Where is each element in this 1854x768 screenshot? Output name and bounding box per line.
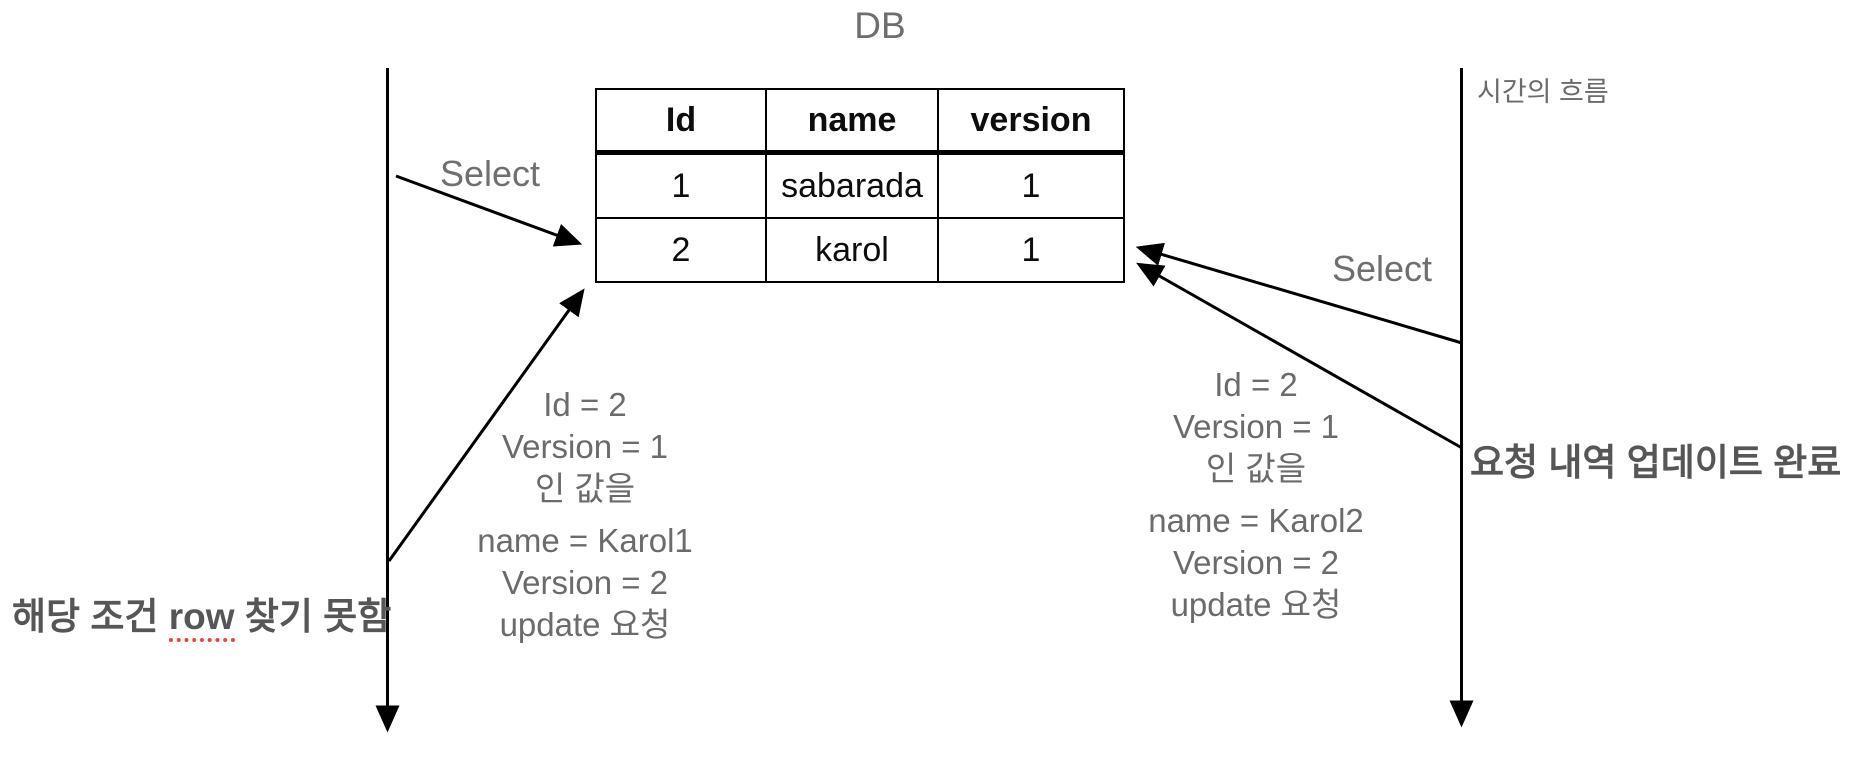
request-line: Version = 1 (1172, 408, 1340, 445)
row-not-found-note: 해당 조건 row 찾기 못함 (12, 586, 392, 642)
request-line: 인 값을 (534, 470, 636, 507)
request-line: name = Karol2 (1148, 502, 1364, 539)
note-text-before: 해당 조건 (12, 596, 169, 637)
request-line: update 요청 (499, 606, 671, 643)
request-line: 인 값을 (1205, 450, 1307, 487)
table-cell-name: sabarada (765, 151, 939, 219)
db-title: DB (854, 5, 906, 46)
request-line: update 요청 (1170, 586, 1342, 623)
table-header-row: Id name version (595, 88, 1125, 155)
left-select-label: Select (440, 153, 541, 194)
db-table: Id name version 1 sabarada 1 2 karol 1 (595, 88, 1125, 283)
right-select-label: Select (1332, 248, 1433, 289)
row-word-underlined: row (168, 596, 235, 642)
table-cell-version: 1 (937, 151, 1125, 219)
note-text-after: 찾기 못함 (234, 596, 392, 637)
update-complete-note: 요청 내역 업데이트 완료 (1470, 442, 1842, 483)
left-update-request-text: Id = 2 Version = 1 인 값을 name = Karol1 Ve… (435, 384, 735, 646)
table-cell-name: karol (765, 217, 939, 283)
request-line: Version = 2 (501, 564, 669, 601)
table-cell-id: 1 (595, 151, 767, 219)
table-row: 1 sabarada 1 (595, 151, 1125, 219)
table-header-id: Id (595, 88, 767, 155)
table-header-name: name (765, 88, 939, 155)
table-cell-id: 2 (595, 217, 767, 283)
request-line: Version = 1 (501, 428, 669, 465)
table-header-version: version (937, 88, 1125, 155)
right-update-request-text: Id = 2 Version = 1 인 값을 name = Karol2 Ve… (1106, 364, 1406, 626)
table-row: 2 karol 1 (595, 217, 1125, 283)
request-line: Id = 2 (543, 386, 627, 423)
request-line: name = Karol1 (477, 522, 693, 559)
request-line: Id = 2 (1214, 366, 1298, 403)
time-flow-label: 시간의 흐름 (1477, 77, 1609, 107)
table-cell-version: 1 (937, 217, 1125, 283)
request-line: Version = 2 (1172, 544, 1340, 581)
